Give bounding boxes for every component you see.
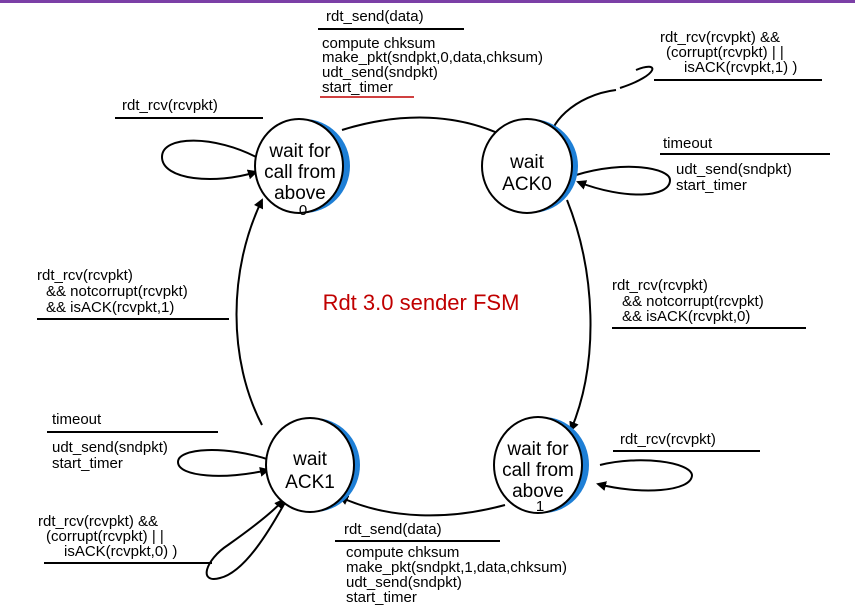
state-index: 0 (299, 202, 307, 219)
label-above1-self: rdt_rcv(rcvpkt) (613, 431, 760, 452)
label-ack0-self-corrupt: rdt_rcv(rcvpkt) && (corrupt(rcvpkt) | | … (654, 29, 822, 81)
state-label-line: call from (264, 162, 336, 183)
state-label-line: wait (509, 152, 545, 173)
transition-event: rdt_rcv(rcvpkt) (612, 277, 708, 294)
state-label-line: wait for (268, 141, 331, 162)
state-wait-ack1: wait ACK1 (265, 417, 360, 513)
state-label-line: ACK1 (285, 472, 335, 493)
transition-event: isACK(rcvpkt,1) ) (684, 59, 797, 76)
transition-event: isACK(rcvpkt,0) ) (64, 543, 177, 560)
transition-event: (corrupt(rcvpkt) | | (46, 528, 164, 545)
transition-action: compute chksum (346, 544, 459, 561)
arrow-ack0-to-above1 (566, 199, 592, 432)
label-ack0-timeout: timeout udt_send(sndpkt) start_timer (660, 135, 830, 194)
diagram-title: Rdt 3.0 sender FSM (323, 290, 520, 315)
arrow-above1-to-ack1 (338, 495, 506, 517)
label-above0-self: rdt_rcv(rcvpkt) (115, 97, 263, 119)
arrow-ack1-to-above0 (235, 198, 264, 426)
arrow-above0-to-ack0 (341, 116, 514, 141)
state-wait-above-1: wait for call from above 1 (493, 416, 589, 515)
state-wait-above-0: wait for call from above 0 (254, 118, 350, 219)
selfloop-ack0-timeout (575, 165, 672, 196)
transition-action: compute chksum (322, 35, 435, 52)
state-label-line: ACK0 (502, 174, 552, 195)
label-above1-to-ack1: rdt_send(data) compute chksum make_pkt(s… (335, 521, 567, 606)
transition-action: make_pkt(sndpkt,1,data,chksum) (346, 559, 567, 576)
transition-event: rdt_rcv(rcvpkt) (122, 97, 218, 114)
transition-event: && isACK(rcvpkt,0) (622, 308, 750, 325)
label-above0-to-ack0: rdt_send(data) compute chksum make_pkt(s… (318, 8, 543, 98)
label-ack1-self-corrupt: rdt_rcv(rcvpkt) && (corrupt(rcvpkt) | | … (38, 513, 212, 564)
transition-event: && isACK(rcvpkt,1) (46, 299, 174, 316)
label-ack1-to-above0: rdt_rcv(rcvpkt) && notcorrupt(rcvpkt) &&… (37, 267, 229, 320)
top-accent-bar (0, 0, 855, 3)
selfloop-above1 (596, 459, 694, 492)
transition-event: && notcorrupt(rcvpkt) (46, 283, 188, 300)
transition-event: rdt_rcv(rcvpkt) (37, 267, 133, 284)
label-ack0-to-above1: rdt_rcv(rcvpkt) && notcorrupt(rcvpkt) &&… (612, 277, 806, 329)
selfloop-ack0-corrupt-head (619, 65, 654, 89)
state-label-line: above (512, 481, 564, 502)
transition-action: udt_send(sndpkt) (676, 161, 792, 178)
transition-action: make_pkt(sndpkt,0,data,chksum) (322, 49, 543, 66)
transition-event: rdt_rcv(rcvpkt) (620, 431, 716, 448)
state-wait-ack0: wait ACK0 (481, 118, 578, 214)
transition-action: udt_send(sndpkt) (52, 439, 168, 456)
selfloop-ack1-corrupt (205, 496, 289, 580)
transition-event: (corrupt(rcvpkt) | | (666, 44, 784, 61)
label-ack1-timeout: timeout udt_send(sndpkt) start_timer (47, 411, 218, 472)
transition-event: timeout (663, 135, 713, 152)
selfloop-ack1-timeout (176, 449, 271, 477)
transition-action: udt_send(sndpkt) (322, 64, 438, 81)
state-label-line: call from (502, 460, 574, 481)
transition-event: rdt_send(data) (344, 521, 442, 538)
state-label-line: wait (292, 449, 328, 470)
transition-action: start_timer (676, 177, 747, 194)
transition-action: start_timer (322, 79, 393, 96)
transition-action: start_timer (346, 589, 417, 606)
state-label-line: wait for (506, 439, 569, 460)
transition-event: rdt_rcv(rcvpkt) && (38, 513, 158, 530)
transition-action: udt_send(sndpkt) (346, 574, 462, 591)
state-label-line: above (274, 183, 326, 204)
selfloop-above0 (160, 139, 259, 181)
transition-event: timeout (52, 411, 102, 428)
transition-action: start_timer (52, 455, 123, 472)
transition-event: && notcorrupt(rcvpkt) (622, 293, 764, 310)
state-index: 1 (536, 498, 544, 515)
transition-event: rdt_rcv(rcvpkt) && (660, 29, 780, 46)
transition-event: rdt_send(data) (326, 8, 424, 25)
